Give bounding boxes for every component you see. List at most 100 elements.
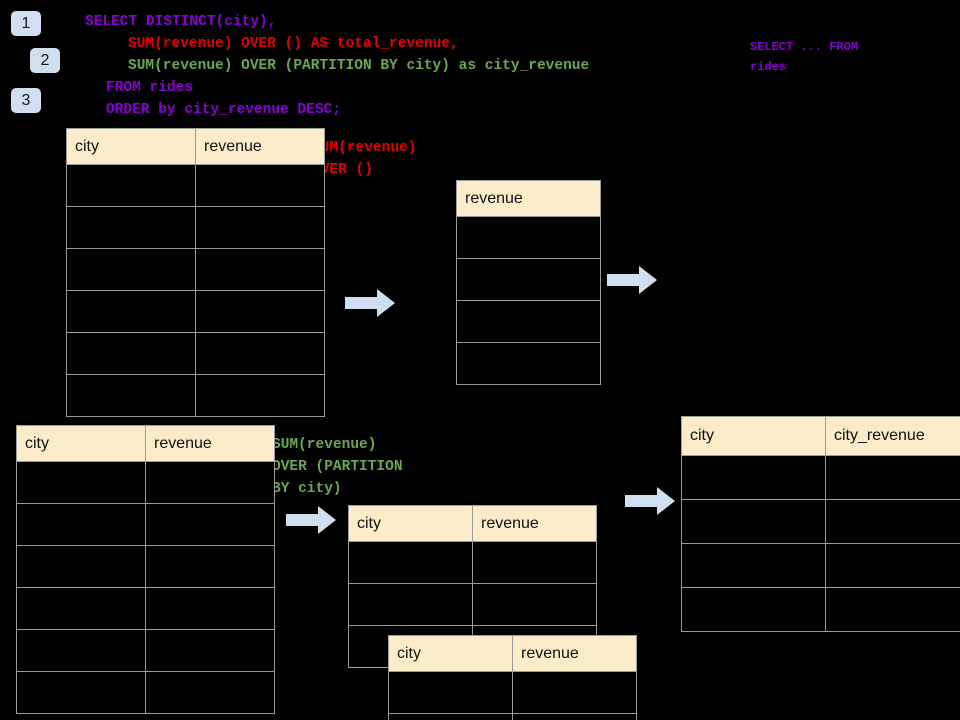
table-row — [681, 587, 960, 632]
table-row — [16, 629, 275, 672]
table-row — [66, 164, 325, 207]
cell-revenue — [472, 583, 597, 626]
cell-city — [681, 543, 826, 588]
arrow-partition-to-result-icon — [625, 487, 675, 515]
table-header-row: revenue — [456, 180, 601, 217]
table-header-row: city revenue — [388, 635, 637, 672]
cell-city — [388, 671, 513, 714]
column-header-revenue: revenue — [145, 425, 275, 462]
table-row — [456, 216, 601, 259]
table-partition-group-front: city revenue — [388, 635, 637, 720]
cell-city — [16, 545, 146, 588]
cell-city — [348, 541, 473, 584]
table-row — [16, 461, 275, 504]
cell-city — [681, 587, 826, 632]
sql-line-from: FROM rides — [106, 80, 194, 96]
annotation-city-revenue-line1: SUM(revenue) — [272, 437, 377, 453]
cell-city — [681, 499, 826, 544]
table-row — [456, 258, 601, 301]
cell-revenue — [456, 342, 601, 385]
cell-revenue — [512, 671, 637, 714]
table-header-row: city city_revenue — [681, 416, 960, 456]
cell-city — [16, 587, 146, 630]
table-row — [66, 206, 325, 249]
table-row — [348, 583, 597, 626]
cell-city — [66, 332, 196, 375]
table-row — [456, 342, 601, 385]
arrow-source-to-total-icon — [345, 289, 395, 317]
column-header-city: city — [66, 128, 196, 165]
column-header-revenue: revenue — [195, 128, 325, 165]
cell-city-revenue — [825, 499, 960, 544]
cell-city — [66, 206, 196, 249]
column-header-revenue: revenue — [472, 505, 597, 542]
cell-city — [16, 629, 146, 672]
side-note-select-from: SELECT ... FROM — [750, 40, 859, 54]
annotation-total-revenue-line1: SUM(revenue) — [312, 140, 417, 156]
cell-revenue — [472, 541, 597, 584]
table-result-city-revenue: city city_revenue — [681, 416, 960, 632]
table-rides-source-top: city revenue — [66, 128, 325, 417]
table-row — [681, 499, 960, 544]
table-rides-source-bottom: city revenue — [16, 425, 275, 714]
column-header-city: city — [16, 425, 146, 462]
table-row — [66, 332, 325, 375]
sql-line-select: SELECT DISTINCT(city), — [85, 14, 277, 30]
table-row — [456, 300, 601, 343]
table-row — [16, 503, 275, 546]
arrow-source-to-partition-icon — [286, 506, 336, 534]
cell-city — [681, 455, 826, 500]
table-total-revenue: revenue — [456, 180, 601, 385]
column-header-city-revenue: city_revenue — [825, 416, 960, 456]
cell-revenue — [145, 629, 275, 672]
cell-city — [388, 713, 513, 720]
table-header-row: city revenue — [348, 505, 597, 542]
cell-city — [66, 374, 196, 417]
sql-line-order-by: ORDER by city_revenue DESC; — [106, 102, 341, 118]
cell-revenue — [145, 503, 275, 546]
table-row — [388, 671, 637, 714]
sql-line-city-revenue: SUM(revenue) OVER (PARTITION BY city) as… — [128, 58, 590, 74]
sql-line-total-revenue: SUM(revenue) OVER () AS total_revenue, — [128, 36, 459, 52]
cell-city-revenue — [825, 543, 960, 588]
cell-revenue — [195, 374, 325, 417]
cell-revenue — [195, 206, 325, 249]
column-header-city: city — [348, 505, 473, 542]
annotation-city-revenue-line2: OVER (PARTITION — [272, 459, 403, 475]
step-badge-2: 2 — [30, 48, 60, 73]
table-row — [348, 541, 597, 584]
cell-revenue — [456, 258, 601, 301]
cell-city — [16, 461, 146, 504]
cell-city — [66, 248, 196, 291]
step-badge-3: 3 — [11, 88, 41, 113]
table-row — [681, 543, 960, 588]
cell-revenue — [145, 587, 275, 630]
cell-city-revenue — [825, 455, 960, 500]
cell-revenue — [512, 713, 637, 720]
cell-revenue — [195, 248, 325, 291]
cell-revenue — [456, 216, 601, 259]
cell-revenue — [195, 164, 325, 207]
table-row — [66, 374, 325, 417]
side-note-rides: rides — [750, 60, 787, 74]
cell-revenue — [145, 671, 275, 714]
table-row — [66, 248, 325, 291]
column-header-revenue: revenue — [512, 635, 637, 672]
cell-city-revenue — [825, 587, 960, 632]
table-row — [16, 545, 275, 588]
cell-revenue — [195, 332, 325, 375]
cell-city — [66, 164, 196, 207]
table-row — [16, 587, 275, 630]
column-header-city: city — [681, 416, 826, 456]
table-row — [388, 713, 637, 720]
table-header-row: city revenue — [66, 128, 325, 165]
cell-city — [66, 290, 196, 333]
cell-city — [16, 503, 146, 546]
arrow-total-to-result-icon — [607, 266, 657, 294]
step-badge-1: 1 — [11, 11, 41, 36]
column-header-city: city — [388, 635, 513, 672]
cell-revenue — [195, 290, 325, 333]
table-header-row: city revenue — [16, 425, 275, 462]
cell-city — [348, 583, 473, 626]
